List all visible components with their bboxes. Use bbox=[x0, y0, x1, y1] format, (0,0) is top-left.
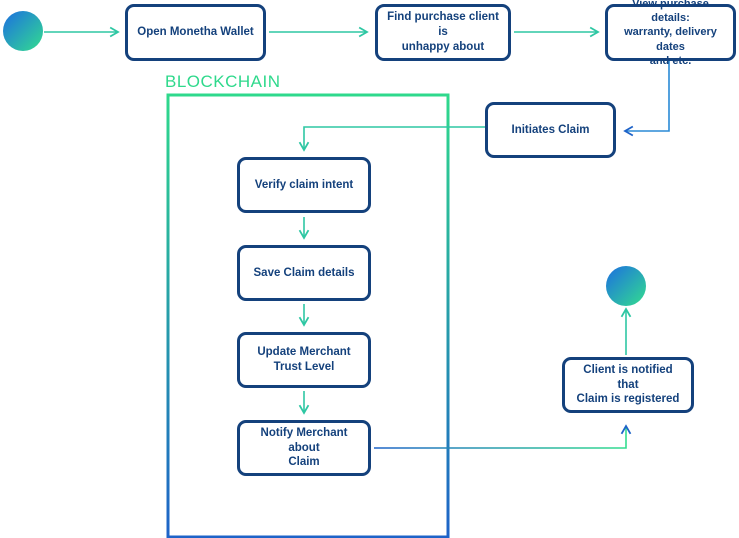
blockchain-container bbox=[166, 93, 450, 538]
arrow-initiate-to-verify bbox=[298, 126, 485, 152]
save-details-node: Save Claim details bbox=[237, 245, 371, 301]
arrow-view-to-initiate bbox=[623, 61, 670, 137]
update-trust-node: Update Merchant Trust Level bbox=[237, 332, 371, 388]
arrow-notify-to-client bbox=[374, 424, 632, 449]
initiates-claim-node: Initiates Claim bbox=[485, 102, 616, 158]
verify-intent-node: Verify claim intent bbox=[237, 157, 371, 213]
find-purchase-node: Find purchase client is unhappy about bbox=[375, 4, 511, 61]
open-wallet-node: Open Monetha Wallet bbox=[125, 4, 266, 61]
blockchain-label: BLOCKCHAIN bbox=[165, 72, 281, 91]
end-node bbox=[606, 266, 646, 306]
view-details-node: View purchase details: warranty, deliver… bbox=[605, 0, 736, 67]
notify-merchant-node: Notify Merchant about Claim bbox=[237, 420, 371, 476]
start-node bbox=[3, 11, 43, 51]
client-notified-node: Client is notified that Claim is registe… bbox=[562, 357, 694, 413]
